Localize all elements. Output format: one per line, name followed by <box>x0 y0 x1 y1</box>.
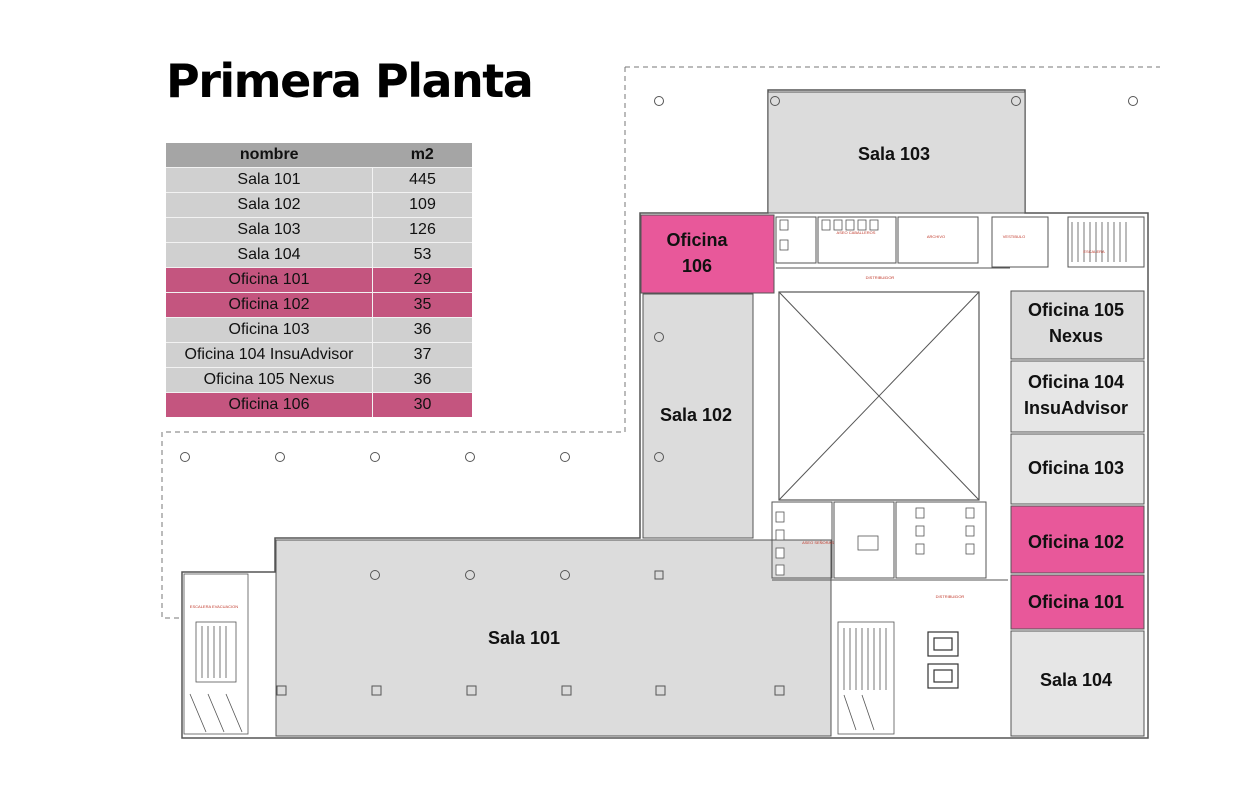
label-oficina-106-line1: Oficina <box>666 230 728 250</box>
table-header-row: nombre m2 <box>166 143 472 168</box>
cell-m2: 29 <box>372 267 472 293</box>
room-sala-102[interactable] <box>642 293 754 539</box>
top-service-block <box>775 216 1145 269</box>
label-sala-103: Sala 103 <box>858 144 930 164</box>
cell-m2: 36 <box>372 317 472 343</box>
column-header-name: nombre <box>166 143 373 168</box>
toilet-stalls-top <box>779 219 879 251</box>
room-oficina-104[interactable] <box>1010 360 1145 433</box>
columns-square <box>276 570 785 696</box>
stairs-evacuation-left <box>183 573 249 735</box>
cell-name: Sala 103 <box>166 217 373 243</box>
room-sala-104[interactable] <box>1010 630 1145 737</box>
room-oficina-101[interactable] <box>1010 574 1145 630</box>
room-oficina-105[interactable] <box>1010 290 1145 360</box>
lower-service-block <box>771 501 1008 581</box>
room-oficina-103[interactable] <box>1010 433 1145 505</box>
cell-name: Oficina 101 <box>166 267 373 293</box>
label-sala-101: Sala 101 <box>488 628 560 648</box>
cell-m2: 53 <box>372 242 472 268</box>
cell-m2: 35 <box>372 292 472 318</box>
label-oficina-104-line2: InsuAdvisor <box>1024 398 1128 418</box>
cell-name: Sala 104 <box>166 242 373 268</box>
cell-name: Oficina 102 <box>166 292 373 318</box>
room-oficina-102[interactable] <box>1010 505 1145 574</box>
stairs-bottom-center <box>837 621 895 735</box>
label-oficina-101: Oficina 101 <box>1028 592 1124 612</box>
label-aseo-senoras: ASEO SEÑORAS <box>802 540 834 545</box>
elevators <box>927 631 959 689</box>
label-oficina-102: Oficina 102 <box>1028 532 1124 552</box>
label-aseo-caballeros: ASEO CABALLEROS <box>837 230 876 235</box>
columns-round <box>180 96 1138 580</box>
label-distribuidor-bottom: DISTRIBUIDOR <box>936 594 965 599</box>
label-distribuidor-top: DISTRIBUIDOR <box>866 275 895 280</box>
site-boundary <box>161 66 1160 619</box>
toilet-stalls-bottom <box>775 507 975 576</box>
label-oficina-105-line2: Nexus <box>1049 326 1103 346</box>
label-oficina-106-line2: 106 <box>682 256 712 276</box>
label-archivo: ARCHIVO <box>927 234 945 239</box>
cell-name: Oficina 103 <box>166 317 373 343</box>
room-oficina-106[interactable] <box>640 214 775 294</box>
cell-m2: 126 <box>372 217 472 243</box>
room-sala-101[interactable] <box>275 539 832 737</box>
label-vestibulo: VESTIBULO <box>1003 234 1025 239</box>
cell-name: Sala 102 <box>166 192 373 218</box>
label-sala-102: Sala 102 <box>660 405 732 425</box>
cell-m2: 30 <box>372 392 472 417</box>
room-sala-103[interactable] <box>767 91 1026 214</box>
label-escalera: ESCALERA <box>1083 249 1105 254</box>
label-escalera-evacuacion: ESCALERA EVACUACION <box>190 604 238 609</box>
cell-name: Sala 101 <box>166 167 373 193</box>
label-oficina-105-line1: Oficina 105 <box>1028 300 1124 320</box>
page-title: Primera Planta <box>166 54 534 108</box>
label-oficina-104-line1: Oficina 104 <box>1028 372 1124 392</box>
label-oficina-103: Oficina 103 <box>1028 458 1124 478</box>
cell-m2: 445 <box>372 167 472 193</box>
cell-m2: 109 <box>372 192 472 218</box>
cell-name: Oficina 104 InsuAdvisor <box>166 342 373 368</box>
cell-m2: 36 <box>372 367 472 393</box>
stairs-top-right <box>1071 222 1127 262</box>
label-sala-104: Sala 104 <box>1040 670 1112 690</box>
cell-m2: 37 <box>372 342 472 368</box>
column-header-m2: m2 <box>372 143 472 168</box>
cell-name: Oficina 105 Nexus <box>166 367 373 393</box>
cell-name: Oficina 106 <box>166 392 373 417</box>
